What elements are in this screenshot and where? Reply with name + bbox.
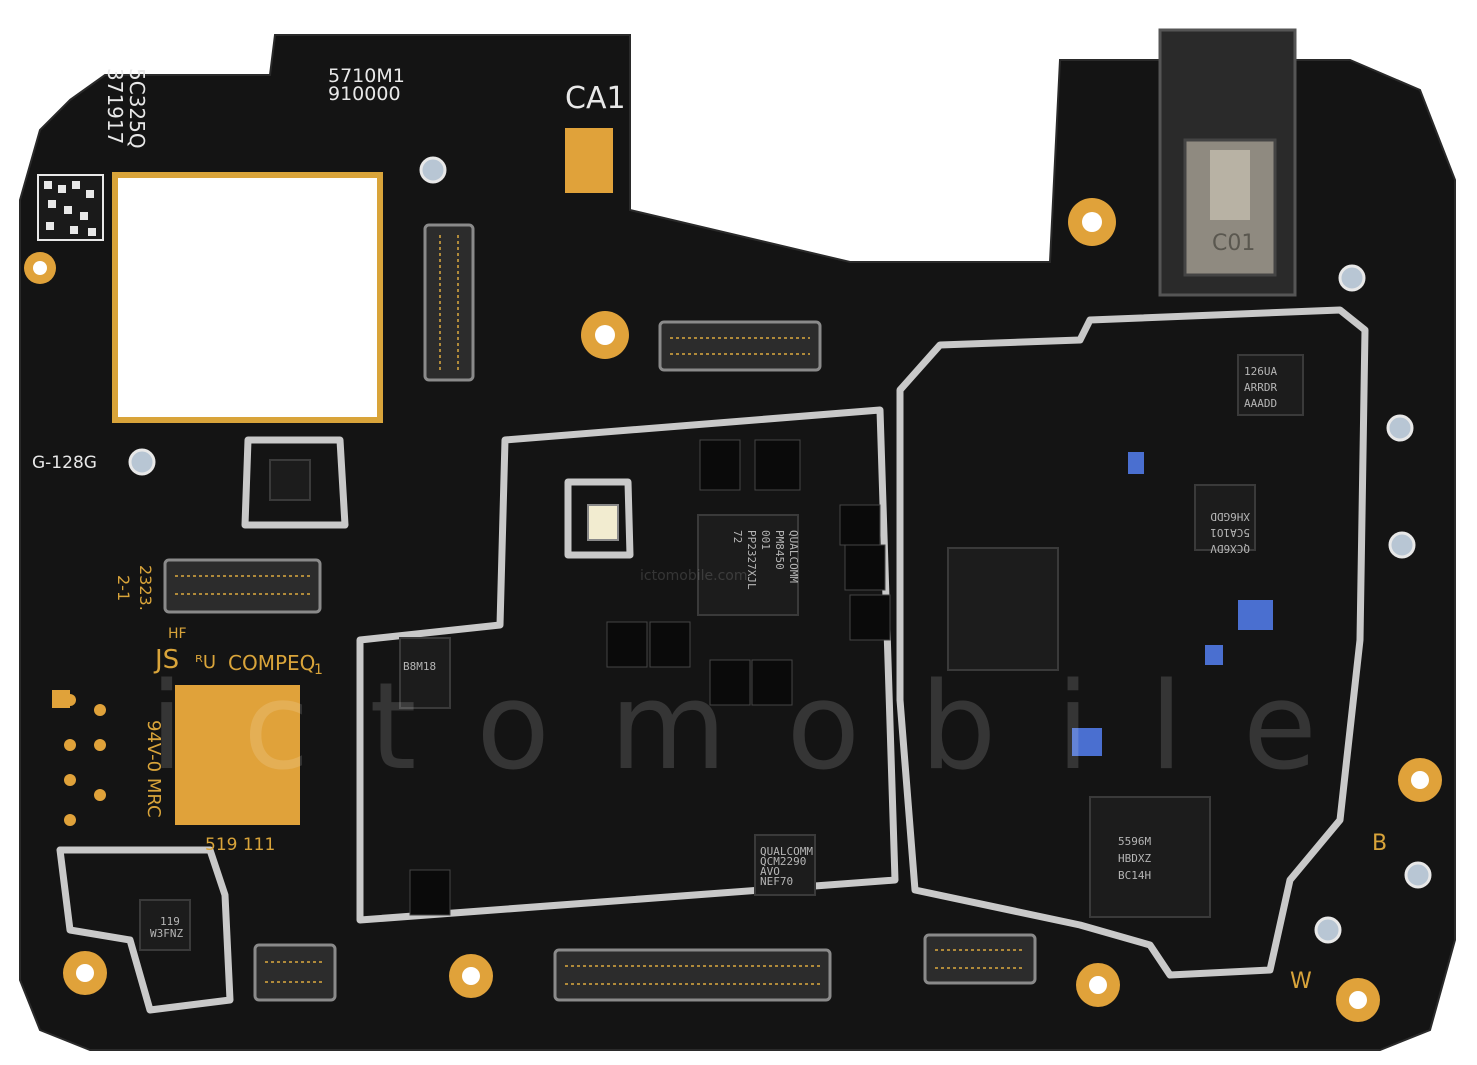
silk-date-b: 2-1 — [114, 575, 133, 601]
shield-frames — [56, 306, 1369, 1014]
silk-code-mid-a: 5710M1 — [328, 65, 405, 87]
svg-text:XH6GDD: XH6GDD — [1210, 510, 1250, 523]
svg-text:PP2327XJL: PP2327XJL — [745, 530, 758, 590]
gold-pad-ca1 — [565, 128, 613, 193]
silk-compeq: COMPEQ — [228, 651, 315, 675]
mounting-holes — [24, 198, 1442, 1022]
silk-compeq-suffix: 1 — [314, 662, 323, 678]
small-chip-b: 119 — [160, 915, 180, 928]
ic-chips — [139, 354, 1304, 951]
qc2-line-b: QCM2290 — [760, 855, 806, 868]
soc-markings: QUALCOMM PM8450 001 PP2327XJL 72 — [731, 530, 800, 590]
headphone-jack — [1158, 28, 1297, 297]
board-connectors — [163, 223, 1037, 1002]
silk-b: B — [1372, 831, 1387, 856]
watermark-small: ictomobile.com — [640, 568, 747, 584]
gold-test-pad — [175, 685, 300, 825]
qc2-line-d: NEF70 — [760, 875, 793, 888]
silk-rating: 94V-0 MRC — [143, 720, 164, 818]
gold-dots — [52, 690, 106, 826]
mem-line-b: HBDXZ — [1118, 852, 1151, 865]
silk-ca1: CA1 — [565, 81, 626, 116]
pmic-line-c: AAADD — [1244, 397, 1277, 410]
silk-g128g: G-128G — [32, 453, 97, 473]
silk-code-b: 371917 — [103, 68, 127, 144]
inductors — [409, 439, 891, 916]
pmic-line-b: ARRDR — [1244, 381, 1277, 394]
svg-text:5CA1O1: 5CA1O1 — [1210, 526, 1250, 539]
silk-date-a: 2323. — [136, 565, 155, 611]
silk-code-a: 5C325Q — [125, 68, 149, 149]
qc2-line-c: AVO — [760, 865, 780, 878]
mem-line-c: BC14H — [1118, 869, 1151, 882]
flash-led — [587, 504, 619, 541]
svg-text:QCX6DV: QCX6DV — [1210, 542, 1250, 555]
svg-text:QUALCOMM: QUALCOMM — [787, 530, 800, 583]
silk-js: JS — [153, 645, 179, 675]
silk-hf: HF — [168, 626, 187, 642]
blue-components — [1072, 452, 1273, 756]
silk-code-mid-b: 910000 — [328, 83, 401, 105]
small-chip-a: B8M18 — [403, 660, 436, 673]
connector-pins — [175, 235, 1025, 985]
pmic-line-a: 126UA — [1244, 365, 1277, 378]
silk-ul: ᴿU — [195, 652, 216, 673]
svg-text:72: 72 — [731, 530, 744, 543]
watermark-big: ictomobile — [150, 658, 1377, 797]
svg-text:PM8450: PM8450 — [773, 530, 786, 570]
sim-cutout — [112, 172, 383, 423]
svg-text:001: 001 — [759, 530, 772, 550]
silk-w: W — [1290, 969, 1312, 994]
qc2-line-a: QUALCOMM — [760, 845, 813, 858]
coax-connectors — [128, 156, 1432, 944]
rf-markings: QCX6DV 5CA1O1 XH6GDD — [1210, 510, 1250, 555]
mem-line-a: 5596M — [1118, 835, 1151, 848]
small-chip-c: W3FNZ — [150, 927, 183, 940]
datamatrix-code — [37, 174, 104, 241]
silk-lot: 519 111 — [205, 835, 275, 855]
silk-c01: C01 — [1212, 231, 1255, 256]
